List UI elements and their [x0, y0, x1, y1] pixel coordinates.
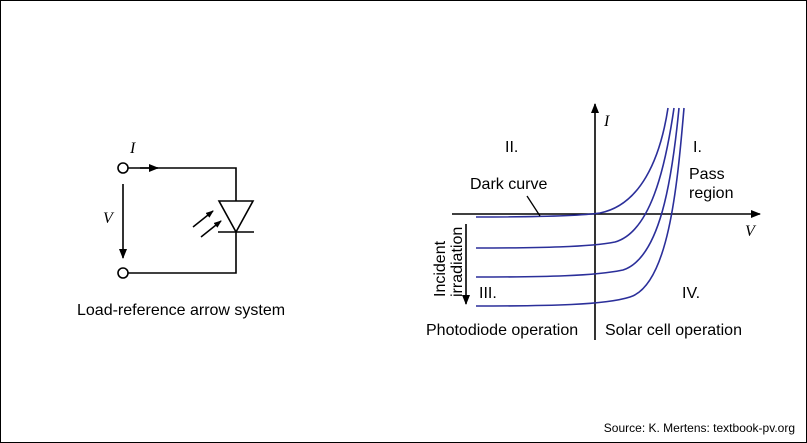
- voltage-symbol: V: [103, 210, 115, 227]
- iv-diagram: I V Dark curve II. I. III. IV. Pass regi…: [426, 103, 761, 340]
- illuminated-curve-1: [475, 107, 675, 249]
- dark-curve-pointer: [526, 195, 541, 217]
- dark-curve-label: Dark curve: [470, 176, 547, 193]
- circuit-caption: Load-reference arrow system: [77, 302, 285, 319]
- bottom-terminal: [117, 267, 129, 279]
- illuminated-curve-2: [475, 107, 680, 278]
- quadrant-2-label: II.: [505, 139, 518, 156]
- circuit-diagram: I V Load-reference arrow system: [77, 140, 285, 319]
- bottom-wire: [128, 232, 237, 274]
- source-credit: Source: K. Mertens: textbook-pv.org: [604, 421, 795, 435]
- iv-curves: [475, 107, 685, 307]
- quadrant-3-label: III.: [479, 285, 497, 302]
- top-wire: [128, 167, 237, 200]
- current-symbol: I: [129, 140, 136, 157]
- quadrant-1-label: I.: [693, 139, 702, 156]
- irradiation-label-line2: irradiation: [449, 227, 466, 297]
- pass-region-line1: Pass: [689, 166, 725, 183]
- photodiode-operation-label: Photodiode operation: [426, 322, 578, 339]
- dark-curve: [475, 107, 669, 218]
- solar-cell-operation-label: Solar cell operation: [605, 322, 742, 339]
- pass-region-line2: region: [689, 185, 733, 202]
- photodiode-icon: [192, 200, 255, 238]
- irradiation-label-line1: Incident: [432, 240, 449, 297]
- y-axis-label: I: [603, 113, 610, 130]
- x-axis-label: V: [745, 223, 757, 240]
- top-terminal: [117, 162, 129, 174]
- quadrant-4-label: IV.: [682, 285, 700, 302]
- illuminated-curve-3: [475, 107, 685, 307]
